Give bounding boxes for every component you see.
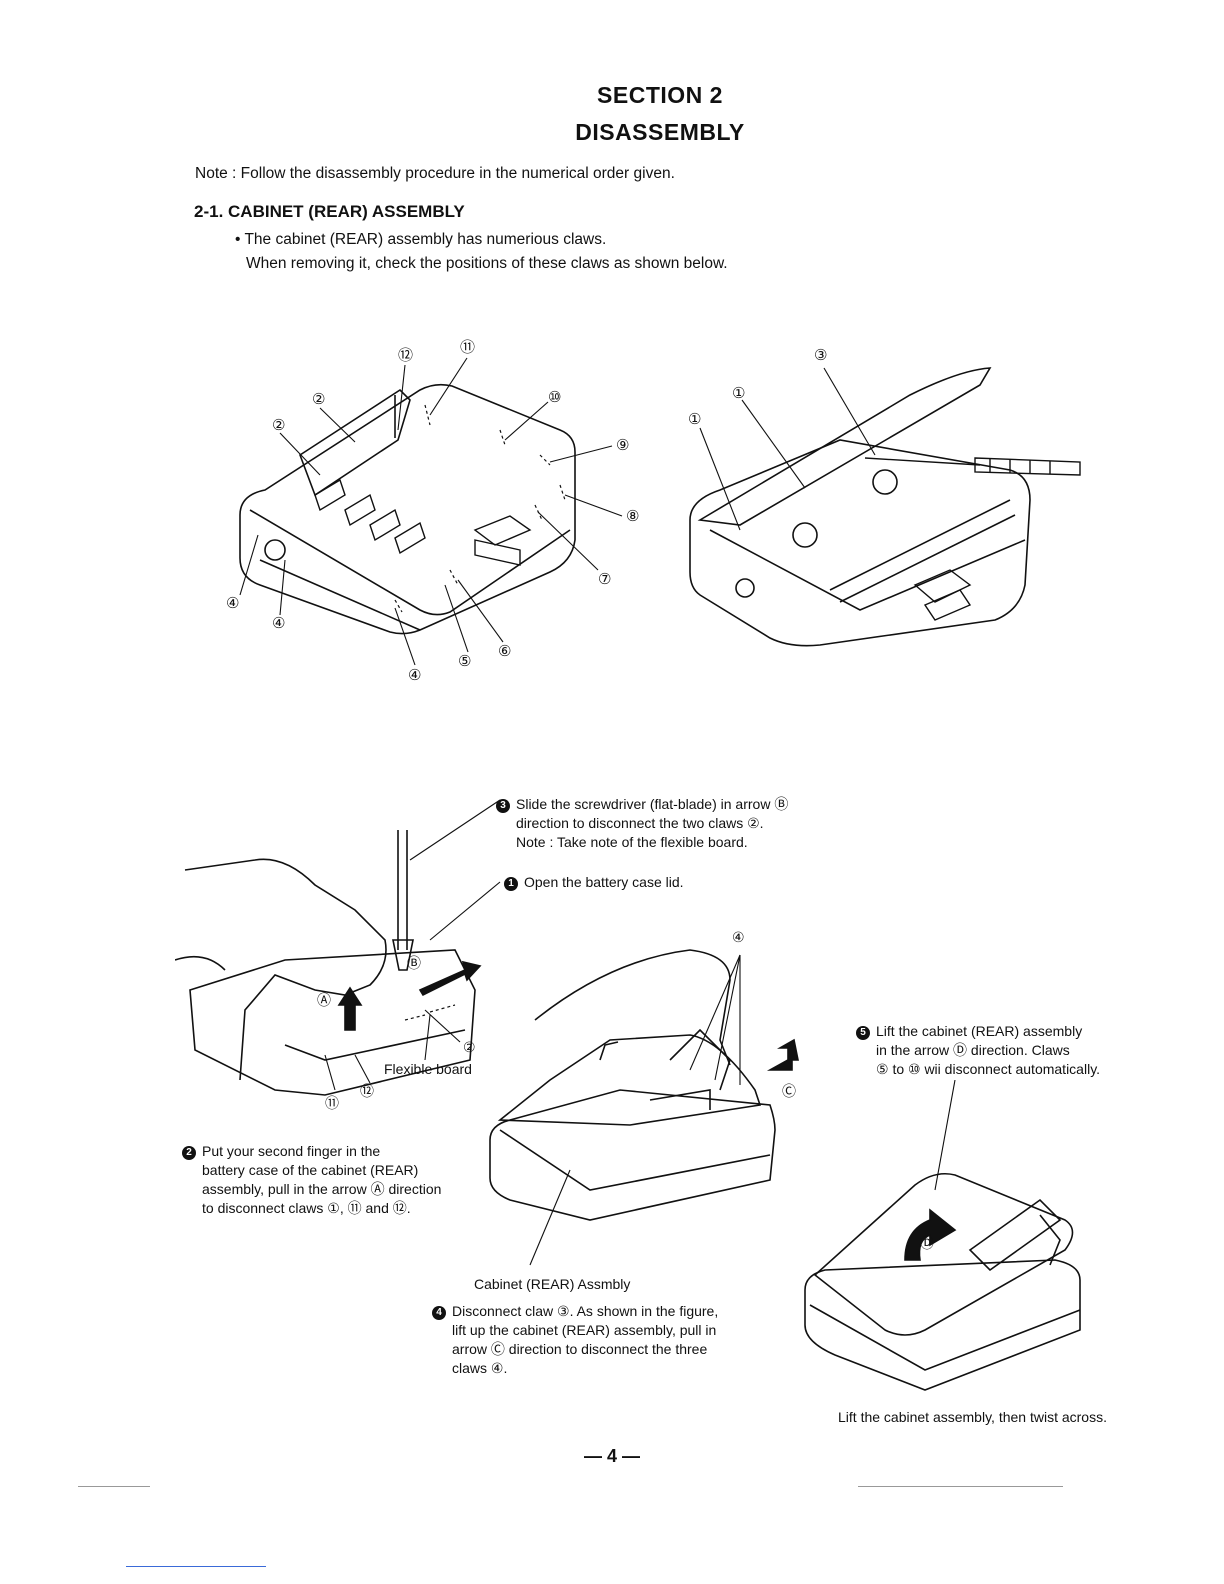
reel-hub-left (792, 522, 818, 548)
claw-label: ④ (226, 595, 239, 612)
cabinet-base (689, 439, 1031, 647)
claw-label: ⑥ (498, 643, 511, 660)
jack-hole (735, 578, 755, 598)
claw-label: ② (312, 391, 325, 408)
description-line-1: • The cabinet (REAR) assembly has numeri… (235, 231, 607, 248)
twist-cabinet-figure: Ⓓ (804, 1080, 1081, 1391)
claw-label: ⑩ (548, 389, 561, 406)
subsection-description: • The cabinet (REAR) assembly has numeri… (235, 228, 728, 276)
step-2-line-1: Put your second finger in the (202, 1143, 381, 1159)
scan-artifact-line (858, 1486, 1063, 1487)
arrow-label: Ⓓ (920, 1235, 934, 1251)
hand-outline (184, 858, 387, 1081)
step-2-line-4: to disconnect claws ①, ⑪ and ⑫. (202, 1200, 411, 1216)
step-4-line-4: claws ④. (452, 1360, 508, 1376)
step-4-line-3: arrow Ⓒ direction to disconnect the thre… (452, 1341, 708, 1357)
step-3-line-2: direction to disconnect the two claws ②. (516, 815, 764, 831)
cabinet-lid-open (697, 367, 992, 526)
reel-hub-right (872, 469, 898, 495)
claw-label: ④ (272, 615, 285, 632)
step-number-badge: 1 (504, 877, 518, 891)
scan-artifact-line (126, 1566, 266, 1567)
claw-label: ⑫ (398, 347, 413, 364)
page-number: — 4 — (583, 1446, 640, 1466)
hand-outline (534, 949, 731, 1066)
step-1-caption: 1 Open the battery case lid. (504, 873, 684, 892)
cabinet-outline (189, 949, 476, 1096)
cabinet-base (489, 1089, 776, 1221)
step-2-caption: 2 Put your second finger in the battery c… (182, 1142, 441, 1218)
claw-label: ⑧ (626, 508, 639, 525)
step-number-badge: 3 (496, 799, 510, 813)
step-4-caption: 4 Disconnect claw ③. As shown in the figu… (432, 1302, 718, 1378)
arrow-b (418, 960, 482, 997)
claw-label: ⑨ (616, 437, 629, 454)
control-keys (314, 478, 532, 566)
arrow-c (766, 1038, 799, 1071)
arrow-d (904, 1208, 957, 1261)
screwdriver (392, 830, 414, 971)
step-5-line-1: Lift the cabinet (REAR) assembly (876, 1023, 1083, 1039)
claw-label: ④ (732, 929, 745, 945)
claw-label: ④ (408, 667, 421, 684)
cabinet-rear-label: Cabinet (REAR) Assmbly (474, 1276, 631, 1292)
procedure-note: Note : Follow the disassembly procedure … (195, 165, 675, 182)
screwdriver (864, 457, 1081, 476)
twist-caption: Lift the cabinet assembly, then twist ac… (838, 1409, 1107, 1425)
cabinet-lower-edge (259, 559, 421, 631)
section-number: SECTION 2 (597, 82, 723, 108)
description-line-2: When removing it, check the positions of… (246, 255, 728, 272)
battery-lid (968, 1198, 1062, 1272)
claw-label: ① (732, 385, 745, 402)
scan-artifact-line (78, 1486, 150, 1487)
step-3-line-1: Slide the screwdriver (flat-blade) in ar… (516, 796, 789, 812)
cabinet-claws-figure: ⑫ ⑪ ② ② ⑩ ⑨ ⑧ ⑦ ⑥ ⑤ ④ ④ ④ (226, 339, 639, 684)
lift-cabinet-figure: ④ Ⓒ (489, 929, 799, 1266)
jack-hole (264, 539, 286, 561)
step-2-line-3: assembly, pull in the arrow Ⓐ direction (202, 1181, 442, 1197)
step-5-line-2: in the arrow Ⓓ direction. Claws (876, 1042, 1070, 1058)
claw-label: ⑪ (460, 339, 475, 356)
step-4-line-1: Disconnect claw ③. As shown in the figur… (452, 1303, 719, 1319)
cabinet-body-outline (239, 383, 576, 635)
step-number-badge: 5 (856, 1026, 870, 1040)
cabinet-base (804, 1259, 1081, 1391)
claw-label: ⑦ (598, 571, 611, 588)
step-leader-lines (409, 799, 501, 941)
step-number-badge: 4 (432, 1306, 446, 1320)
claw-label: ② (463, 1039, 476, 1055)
step-5-line-3: ⑤ to ⑩ wii disconnect automatically. (876, 1061, 1101, 1077)
arrow-a (337, 986, 363, 1031)
claw-label: ⑤ (458, 653, 471, 670)
step-1-line-1: Open the battery case lid. (524, 874, 684, 890)
step-5-caption: 5 Lift the cabinet (REAR) assembly in the… (856, 1022, 1100, 1079)
step-2-line-2: battery case of the cabinet (REAR) (202, 1162, 419, 1178)
flexible-board-label: Flexible board (384, 1061, 472, 1077)
step-4-line-2: lift up the cabinet (REAR) assembly, pul… (452, 1322, 717, 1338)
step-3-line-3: Note : Take note of the flexible board. (516, 834, 748, 850)
hand-screwdriver-figure: Ⓑ Ⓐ ② ⑪ ⑫ (175, 830, 482, 1111)
arrow-label: Ⓑ (407, 955, 421, 971)
claw-label: ② (272, 417, 285, 434)
claw-label: ⑫ (360, 1083, 374, 1099)
cabinet-rear-rotated (813, 1172, 1074, 1336)
subsection-title: 2-1. CABINET (REAR) ASSEMBLY (194, 202, 465, 221)
claw-label: ① (688, 411, 701, 428)
opened-cabinet-figure: ③ ① ① (688, 347, 1081, 647)
arrow-label: Ⓒ (782, 1083, 796, 1099)
section-title: DISASSEMBLY (575, 119, 745, 145)
step-3-caption: 3 Slide the screwdriver (flat-blade) in a… (496, 795, 788, 852)
cabinet-top-edge (249, 509, 571, 616)
battery-lid (299, 388, 411, 497)
claw-label: ⑪ (325, 1095, 339, 1111)
step-number-badge: 2 (182, 1146, 196, 1160)
arrow-label: Ⓐ (317, 992, 331, 1008)
side-keys (913, 569, 972, 621)
claw-label: ③ (814, 347, 827, 364)
